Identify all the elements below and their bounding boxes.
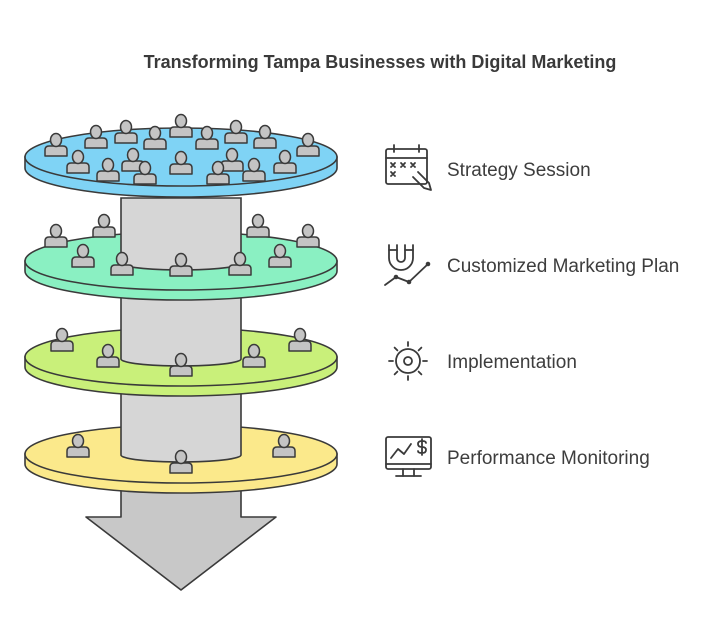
- stage-label: Strategy Session: [447, 160, 591, 181]
- stage-label: Implementation: [447, 352, 577, 373]
- diagram-title: Transforming Tampa Businesses with Digit…: [144, 52, 617, 72]
- calendar-plan-icon: [385, 144, 432, 191]
- monitor-chart-icon: [385, 436, 432, 477]
- magnet-funnel-icon: [384, 244, 431, 286]
- gear-icon: [388, 341, 428, 381]
- flow-arrow: [85, 481, 277, 591]
- stage-label: Customized Marketing Plan: [447, 256, 679, 277]
- stage-label: Performance Monitoring: [447, 448, 650, 469]
